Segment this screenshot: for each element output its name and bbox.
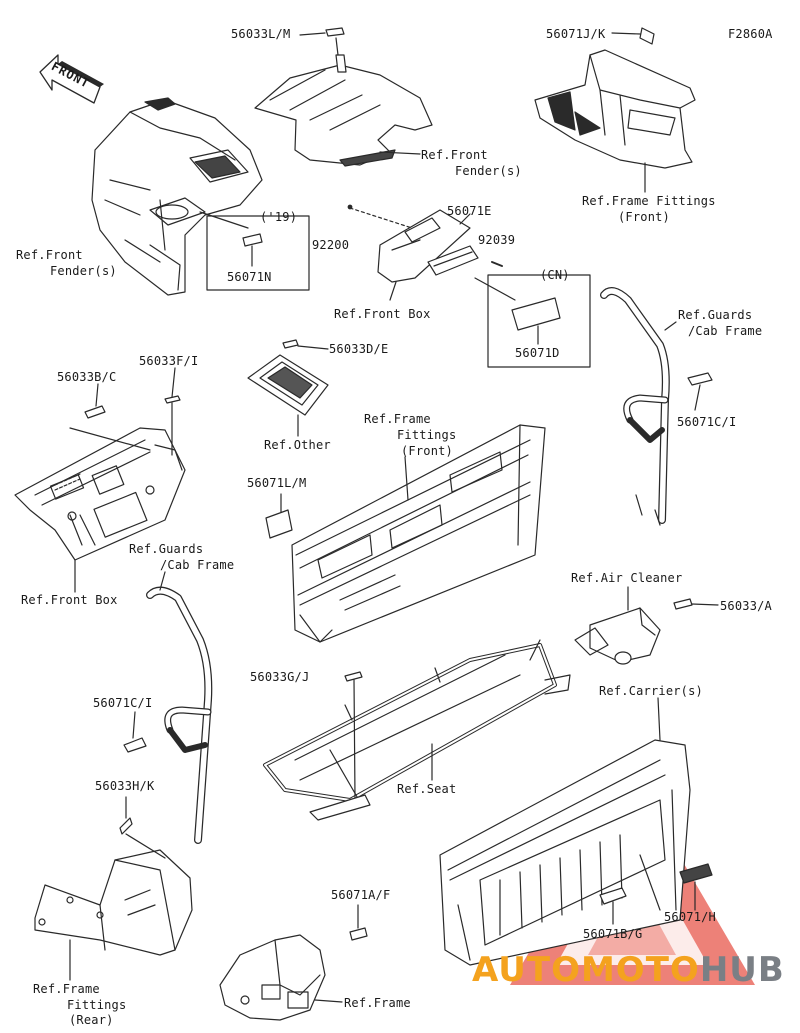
ref-frame-fittings-center-line3: (Front) [401, 444, 453, 458]
ref-frame-fittings-rear-line2: Fittings [67, 998, 127, 1012]
leader [664, 321, 677, 331]
part-label-56071CI-left: 56071C/I [93, 696, 153, 710]
watermark-part1: AUTOMOTO [472, 950, 700, 990]
leader [379, 151, 421, 155]
ref-front-fender-left-line1: Ref.Front [16, 248, 83, 262]
ref-front-fender-left-line2: Fender(s) [50, 264, 117, 278]
ref-air-cleaner: Ref.Air Cleaner [571, 571, 683, 585]
front-fender-tray [254, 27, 433, 167]
ref-carriers: Ref.Carrier(s) [599, 684, 703, 698]
ref-frame-fittings-front-top-line1: Ref.Frame Fittings [582, 194, 716, 208]
part-label-56071AF: 56071A/F [331, 888, 391, 902]
leader [95, 383, 99, 407]
ref-other: Ref.Other [264, 438, 331, 452]
frame-part [219, 927, 368, 1021]
leader [611, 32, 641, 35]
part-label-56071BG: 56071B/G [583, 927, 643, 941]
part-label-92200: 92200 [312, 238, 350, 252]
leader [69, 427, 151, 451]
watermark-text: AUTOMOTOHUB [472, 950, 785, 990]
leader [657, 697, 661, 741]
watermark-part2: HUB [699, 950, 785, 990]
leader [639, 854, 661, 911]
label-56071D-icon [511, 297, 561, 331]
ref-front-fender-top-line2: Fender(s) [455, 164, 522, 178]
front-arrow-icon [39, 54, 104, 104]
part-label-56033BC: 56033B/C [57, 370, 117, 384]
air-cleaner-part [574, 598, 693, 665]
leader [691, 603, 719, 606]
leader [125, 833, 166, 859]
leader [299, 32, 326, 36]
part-label-56071H: 56071/H [664, 910, 716, 924]
frame-fittings-front-top [534, 27, 696, 169]
ref-guards-right-line1: Ref.Guards [678, 308, 753, 322]
ref-front-box-left: Ref.Front Box [21, 593, 118, 607]
box-56071D [487, 274, 591, 368]
part-label-56033GJ: 56033G/J [250, 670, 310, 684]
ref-frame-fittings-rear-line1: Ref.Frame [33, 982, 100, 996]
leader [353, 679, 356, 799]
part-label-56033DE: 56033D/E [329, 342, 389, 356]
part-label-56033A: 56033/A [720, 599, 772, 613]
ref-frame-fittings-center-line2: Fittings [397, 428, 457, 442]
part-label-56033HK: 56033H/K [95, 779, 155, 793]
leader [199, 211, 249, 229]
ref-frame-fittings-rear-line3: (Rear) [69, 1013, 114, 1027]
cab-frame-guard-left [119, 586, 213, 844]
leader [159, 571, 166, 591]
part-label-56071CI-right: 56071C/I [677, 415, 737, 429]
carrier-panel [439, 739, 713, 966]
figure-id: F2860A [728, 27, 773, 41]
leader [297, 345, 329, 350]
front-fender-assembly [91, 97, 263, 296]
front-box-part [347, 204, 503, 283]
ref-frame: Ref.Frame [344, 996, 411, 1010]
seat-frame [263, 643, 571, 821]
ref-seat: Ref.Seat [397, 782, 457, 796]
frame-fittings-rear [34, 849, 193, 956]
frame-fittings-front-panel [265, 424, 546, 643]
part-label-56071LM: 56071L/M [247, 476, 307, 490]
ref-guards-left-line2: /Cab Frame [160, 558, 235, 572]
year-note-19: ('19) [260, 210, 298, 224]
part-label-92039: 92039 [478, 233, 516, 247]
label-56071N-icon [242, 233, 263, 267]
cn-note: (CN) [540, 268, 570, 282]
leader [694, 384, 701, 411]
part-label-56033FI: 56033F/I [139, 354, 199, 368]
leader [389, 281, 397, 301]
ref-front-box-mid: Ref.Front Box [334, 307, 431, 321]
leader [335, 37, 339, 56]
ref-frame-fittings-front-top-line2: (Front) [618, 210, 670, 224]
front-box-dashboard [14, 395, 186, 561]
leader [171, 367, 176, 398]
box-56071N [206, 215, 310, 291]
part-label-56033LM: 56033L/M [231, 27, 291, 41]
part-label-56071D: 56071D [515, 346, 560, 360]
leader [529, 639, 541, 661]
ref-guards-right-line2: /Cab Frame [688, 324, 763, 338]
ref-guards-left-line1: Ref.Guards [129, 542, 204, 556]
leader [314, 999, 343, 1003]
cab-frame-guard-right [600, 287, 713, 526]
part-label-56071E: 56071E [447, 204, 492, 218]
ref-frame-fittings-center-line1: Ref.Frame [364, 412, 431, 426]
leader [404, 456, 409, 501]
ref-front-fender-top-line1: Ref.Front [421, 148, 488, 162]
leader [474, 277, 516, 301]
part-label-56071JK: 56071J/K [546, 27, 606, 41]
other-tray [247, 339, 329, 416]
leader [459, 213, 471, 225]
leader [132, 711, 136, 739]
part-label-56071N: 56071N [227, 270, 272, 284]
